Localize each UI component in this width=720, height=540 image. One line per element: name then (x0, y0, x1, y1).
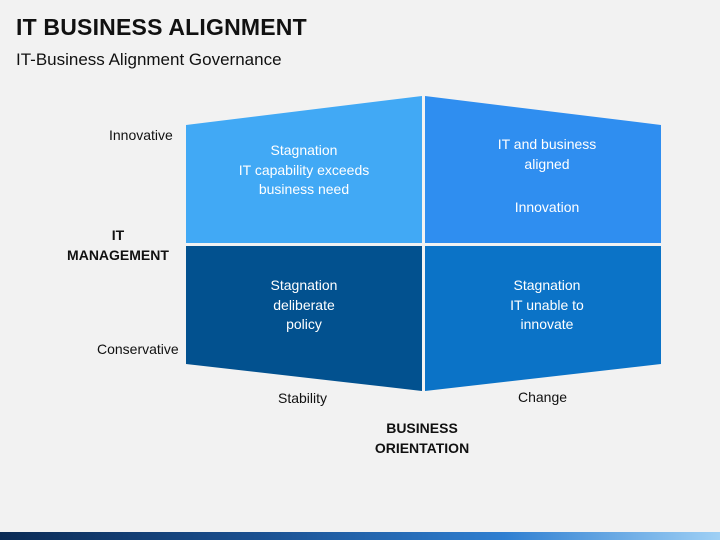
quadrant-top-right-text: IT and business aligned (497, 136, 597, 172)
quadrant-bottom-left (186, 246, 422, 391)
page-subtitle: IT-Business Alignment Governance (16, 50, 282, 69)
y-axis-top-label: Innovative (109, 127, 173, 143)
quadrant-bottom-left-text: Stagnation deliberate policy (270, 277, 338, 332)
y-axis-bottom-label: Conservative (97, 341, 179, 357)
quadrant-bottom-right-text: Stagnation IT unable to innovate (510, 277, 584, 332)
quadrant-top-right-extra: Innovation (514, 199, 580, 215)
quadrant-top-left (186, 96, 422, 243)
quadrant-top-right (425, 96, 661, 243)
x-axis-right-label: Change (518, 389, 568, 405)
footer-gradient-bar (0, 532, 720, 540)
y-axis-title: IT MANAGEMENT (67, 227, 169, 263)
quadrant-top-left-text: Stagnation IT capability exceeds busines… (238, 142, 370, 197)
x-axis-title: BUSINESS ORIENTATION (374, 420, 470, 456)
page-title: IT BUSINESS ALIGNMENT (16, 14, 307, 40)
quadrant-bottom-right (425, 246, 661, 391)
x-axis-left-label: Stability (278, 390, 328, 406)
